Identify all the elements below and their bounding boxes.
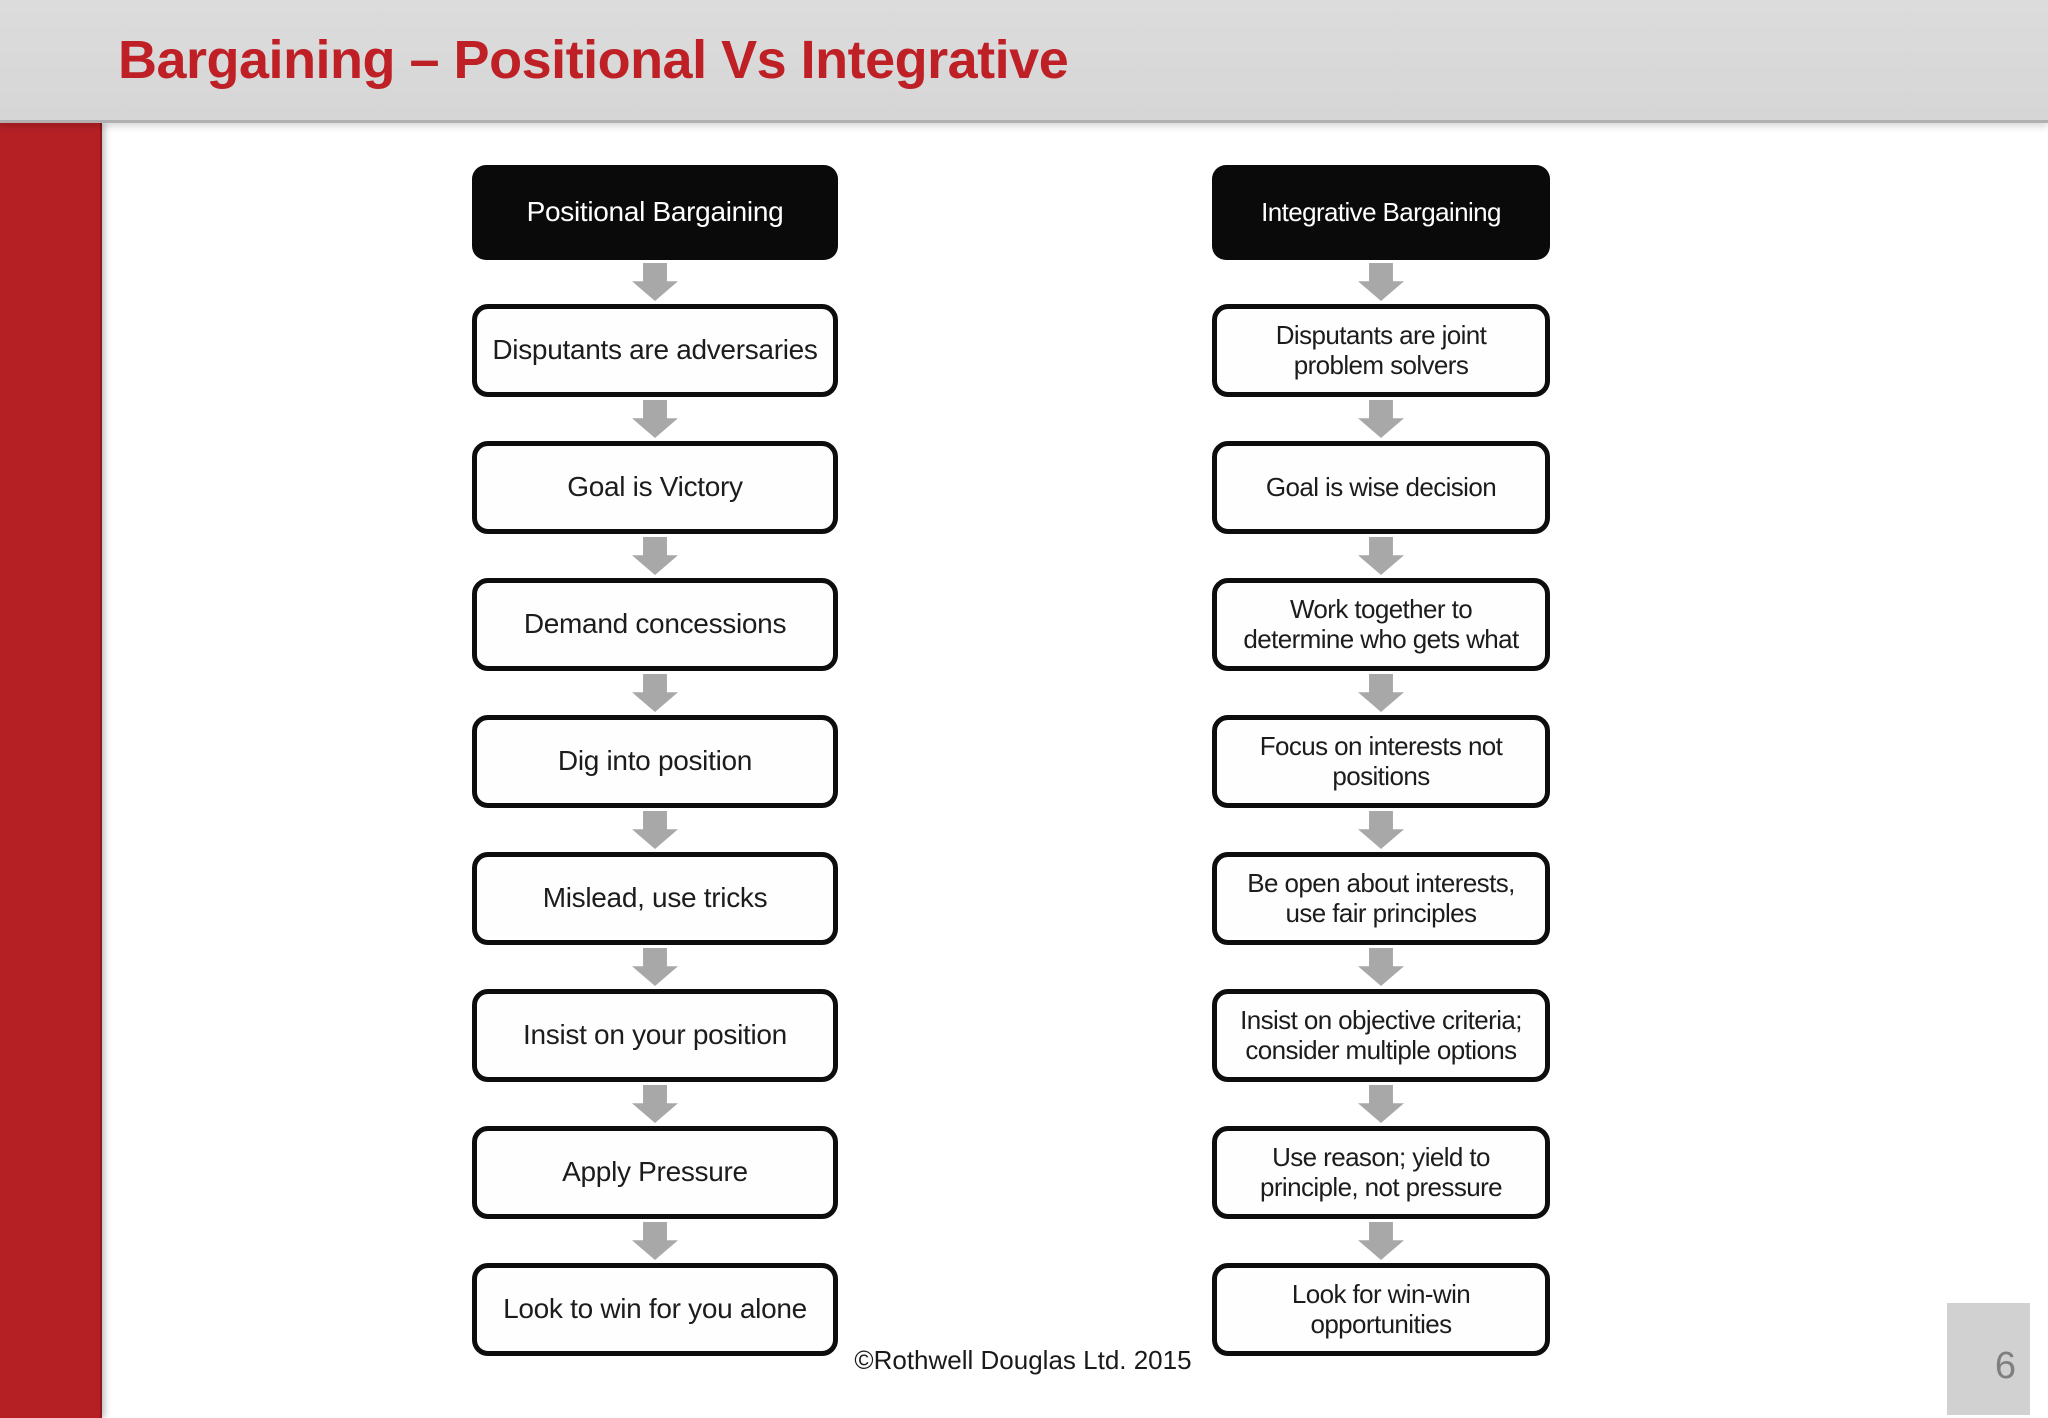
arrow-wrap — [472, 1219, 838, 1263]
arrow-wrap — [472, 808, 838, 852]
flow-step-label: Be open about interests, use fair princi… — [1247, 867, 1515, 928]
flow-step-label: Use reason; yield to principle, not pres… — [1260, 1141, 1503, 1202]
arrow-wrap — [472, 260, 838, 304]
flow-step: Work together to determine who gets what — [1212, 578, 1550, 671]
flow-step-label: Insist on your position — [523, 1019, 787, 1051]
arrow-wrap — [1212, 1219, 1550, 1263]
arrow-wrap — [472, 671, 838, 715]
flow-step: Disputants are joint problem solvers — [1212, 304, 1550, 397]
flow-step: Focus on interests not positions — [1212, 715, 1550, 808]
column-header-positional: Positional Bargaining — [472, 165, 838, 260]
arrow-down-icon — [1358, 400, 1404, 438]
arrow-down-icon — [632, 811, 678, 849]
flow-step-label: Goal is Victory — [567, 471, 743, 503]
arrow-down-icon — [632, 1222, 678, 1260]
flow-step-label: Mislead, use tricks — [542, 882, 768, 914]
flow-step: Goal is Victory — [472, 441, 838, 534]
arrow-down-icon — [1358, 811, 1404, 849]
flow-step: Be open about interests, use fair princi… — [1212, 852, 1550, 945]
flow-step: Apply Pressure — [472, 1126, 838, 1219]
arrow-down-icon — [632, 674, 678, 712]
flow-step-label: Look to win for you alone — [503, 1293, 807, 1325]
arrow-wrap — [472, 945, 838, 989]
flow-step: Look to win for you alone — [472, 1263, 838, 1356]
arrow-wrap — [1212, 945, 1550, 989]
flow-step-label: Focus on interests not positions — [1259, 730, 1503, 791]
arrow-down-icon — [632, 263, 678, 301]
title-bar: Bargaining – Positional Vs Integrative — [0, 0, 2048, 123]
flow-step-label: Insist on objective criteria; consider m… — [1240, 1004, 1522, 1065]
flow-step: Look for win-win opportunities — [1212, 1263, 1550, 1356]
arrow-down-icon — [1358, 1085, 1404, 1123]
arrow-wrap — [1212, 260, 1550, 304]
page-title: Bargaining – Positional Vs Integrative — [118, 30, 1069, 90]
arrow-wrap — [1212, 397, 1550, 441]
copyright-note: ©Rothwell Douglas Ltd. 2015 — [854, 1345, 1192, 1375]
arrow-down-icon — [1358, 537, 1404, 575]
flow-step: Dig into position — [472, 715, 838, 808]
flow-step: Insist on objective criteria; consider m… — [1212, 989, 1550, 1082]
flow-column-positional: Positional Bargaining Disputants are adv… — [472, 165, 838, 1356]
arrow-wrap — [1212, 671, 1550, 715]
column-header-label: Integrative Bargaining — [1261, 196, 1501, 227]
arrow-wrap — [472, 397, 838, 441]
arrow-down-icon — [1358, 674, 1404, 712]
flow-step-label: Look for win-win opportunities — [1291, 1278, 1471, 1339]
arrow-down-icon — [632, 948, 678, 986]
flow-step: Mislead, use tricks — [472, 852, 838, 945]
flow-step-label: Work together to determine who gets what — [1243, 593, 1519, 654]
flow-step: Goal is wise decision — [1212, 441, 1550, 534]
arrow-down-icon — [1358, 1222, 1404, 1260]
column-header-integrative: Integrative Bargaining — [1212, 165, 1550, 260]
arrow-down-icon — [632, 537, 678, 575]
flow-step: Insist on your position — [472, 989, 838, 1082]
flow-step-label: Goal is wise decision — [1265, 471, 1497, 502]
flow-step-label: Dig into position — [557, 745, 753, 777]
flow-step: Disputants are adversaries — [472, 304, 838, 397]
arrow-wrap — [1212, 808, 1550, 852]
flow-step-label: Apply Pressure — [562, 1156, 748, 1188]
arrow-wrap — [472, 534, 838, 578]
arrow-down-icon — [1358, 263, 1404, 301]
arrow-wrap — [472, 1082, 838, 1126]
column-header-label: Positional Bargaining — [526, 196, 784, 228]
flow-column-integrative: Integrative Bargaining Disputants are jo… — [1212, 165, 1550, 1356]
arrow-wrap — [1212, 534, 1550, 578]
flow-step: Demand concessions — [472, 578, 838, 671]
flow-step-label: Disputants are adversaries — [492, 334, 818, 366]
arrow-down-icon — [632, 400, 678, 438]
arrow-down-icon — [1358, 948, 1404, 986]
red-accent-bar — [0, 123, 102, 1418]
flow-step: Use reason; yield to principle, not pres… — [1212, 1126, 1550, 1219]
flow-step-label: Disputants are joint problem solvers — [1275, 319, 1487, 380]
page-number-tab: 6 — [1947, 1303, 2030, 1415]
flow-step-label: Demand concessions — [523, 608, 787, 640]
page-number: 6 — [1994, 1344, 2016, 1387]
arrow-down-icon — [632, 1085, 678, 1123]
arrow-wrap — [1212, 1082, 1550, 1126]
